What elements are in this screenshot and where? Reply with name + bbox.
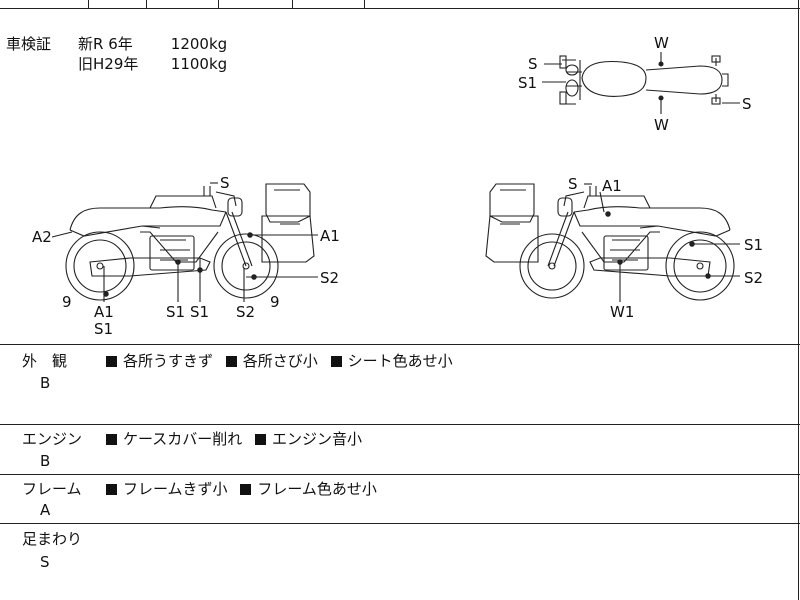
header-divider [364,0,365,8]
mark-label: W1 [610,303,634,321]
right-view-motorcycle [485,183,735,301]
section-label-suspension: 足まわり [22,530,83,548]
note-item: エンジン音小 [272,430,363,448]
mark-dot [251,274,257,280]
note-item: フレームきず小 [123,480,228,498]
bullet-marker [240,484,252,495]
section-grade-engine: B [40,452,51,470]
inspection-weight: 1200kg [170,35,228,53]
mark-dot [175,259,181,265]
motorcycle-diagram: S S1 W W S S A2 A1 S2 9 A1 S1 S1 S1 S2 9… [32,34,763,338]
bullet-marker [255,434,267,445]
mark-label: A2 [32,228,52,246]
divider [0,474,800,475]
section-label-engine: エンジン [22,430,83,448]
divider [0,8,800,9]
note-item: 各所さび小 [242,352,318,370]
mark-label: S [220,174,230,192]
mark-label: S [742,95,752,113]
mark-label: A1 [94,303,114,321]
note-item: 各所うすきず [123,352,214,370]
mark-dot [617,259,623,265]
mark-label: S2 [320,269,339,287]
mark-label: 9 [270,293,280,311]
bullet-marker [330,356,342,367]
section-notes-frame: フレームきず小 フレーム色あせ小 [106,478,385,499]
mark-dot [658,61,664,67]
left-view-motorcycle [65,183,315,301]
mark-label: S1 [190,303,209,321]
top-view-leaders [542,52,740,114]
header-divider [88,0,89,8]
note-item: フレーム色あせ小 [257,480,377,498]
right-view-leaders [584,183,740,302]
section-label-exterior: 外 観 [22,352,68,370]
bullet-marker [106,434,117,445]
mark-label: S1 [166,303,185,321]
header-divider [218,0,219,8]
mark-label: S2 [236,303,255,321]
inspection-model: 旧H29年 [78,55,139,73]
divider [0,344,800,345]
bullet-marker [225,356,237,367]
mark-dot [705,273,711,279]
header-divider [146,0,147,8]
left-view-leaders [51,182,318,302]
note-item: シート色あせ小 [347,352,453,370]
frame-right-edge [798,0,799,600]
mark-dot [103,291,109,297]
header-divider [292,0,293,8]
mark-label: W [654,116,669,134]
bullet-marker [106,356,117,367]
bullet-marker [106,484,117,495]
mark-label: S [568,175,578,193]
section-grade-exterior: B [40,374,51,392]
mark-label: S1 [94,320,113,338]
mark-label: S1 [518,74,537,92]
section-notes-engine: ケースカバー削れ エンジン音小 [106,428,370,449]
note-item: ケースカバー削れ [123,430,243,448]
inspection-model: 新R 6年 [78,35,133,53]
section-notes-exterior: 各所うすきず 各所さび小 シート色あせ小 [106,350,461,371]
mark-label: S2 [744,269,763,287]
inspection-weight: 1100kg [170,55,228,73]
mark-dot [689,241,695,247]
top-view-motorcycle [559,55,729,105]
divider [0,523,800,524]
inspection-row: 新R 6年 1200kg [78,34,227,54]
mark-dot [247,232,253,238]
section-grade-frame: A [40,501,51,519]
inspection-label: 車検証 [6,35,52,53]
mark-label: S1 [744,236,763,254]
inspection-row: 旧H29年 1100kg [78,54,227,74]
mark-label: W [654,34,669,52]
mark-label: A1 [602,177,622,195]
mark-dot [605,211,611,217]
section-label-frame: フレーム [22,480,82,498]
mark-label: S [528,55,538,73]
mark-label: A1 [320,227,340,245]
divider [0,424,800,425]
mark-dot [658,95,664,101]
mark-label: 9 [62,293,72,311]
section-grade-suspension: S [40,553,50,571]
mark-dot [197,267,203,273]
